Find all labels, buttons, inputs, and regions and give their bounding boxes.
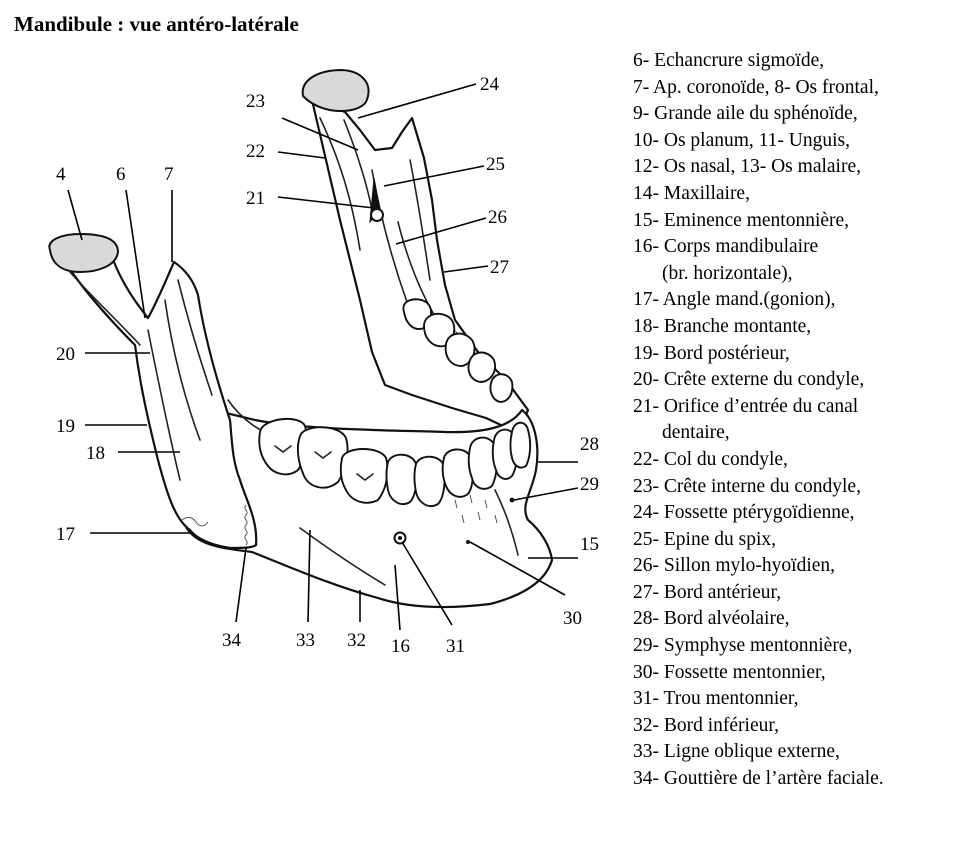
legend-item: 31- Trou mentonnier, (633, 688, 799, 710)
legend-item: 16- Corps mandibulaire (633, 236, 819, 258)
legend-item: 34- Gouttière de l’artère faciale. (633, 768, 884, 790)
legend-item: 7- Ap. coronoïde, 8- Os frontal, (633, 76, 879, 98)
label-23: 23 (246, 91, 265, 112)
label-26: 26 (488, 207, 507, 228)
legend-item: 29- Symphyse mentonnière, (633, 635, 853, 657)
leader-lines (67, 83, 579, 631)
legend-item: 32- Bord inférieur, (633, 714, 779, 736)
label-29: 29 (580, 474, 599, 495)
label-21: 21 (246, 188, 265, 209)
legend-item: 6- Echancrure sigmoïde, (633, 50, 825, 71)
label-20: 20 (56, 344, 75, 365)
legend-item: 21- Orifice d’entrée du canal (633, 395, 859, 417)
legend-item: 28- Bord alvéolaire, (633, 608, 790, 630)
callout-labels: 4 6 7 20 19 18 17 34 33 32 16 31 30 15 2… (56, 74, 599, 657)
label-31: 31 (446, 636, 465, 657)
label-24: 24 (480, 74, 500, 95)
legend-item: 26- Sillon mylo-hyoïdien, (633, 555, 836, 577)
legend-item: 15- Eminence mentonnière, (633, 209, 850, 231)
label-17: 17 (56, 524, 75, 545)
label-28: 28 (580, 434, 599, 455)
label-33: 33 (296, 630, 315, 651)
legend-item: 23- Crête interne du condyle, (633, 475, 861, 497)
legend-item: 12- Os nasal, 13- Os malaire, (633, 156, 861, 178)
label-15: 15 (580, 534, 599, 555)
figure-title: Mandibule : vue antéro-latérale (14, 12, 299, 36)
legend-item: 10- Os planum, 11- Unguis, (633, 129, 851, 151)
near-ramus (63, 257, 258, 550)
legend-item: 22- Col du condyle, (633, 448, 788, 470)
label-7: 7 (164, 164, 174, 185)
label-32: 32 (347, 630, 366, 651)
near-teeth (258, 418, 532, 508)
legend-list: 6- Echancrure sigmoïde, 7- Ap. coronoïde… (616, 48, 966, 793)
legend-item: 19- Bord postérieur, (633, 342, 790, 364)
label-25: 25 (486, 154, 505, 175)
legend-item: 33- Ligne oblique externe, (633, 741, 840, 763)
legend-item: 30- Fossette mentonnier, (633, 661, 826, 683)
legend-item: 18- Branche montante, (633, 315, 812, 337)
near-condyle (48, 232, 120, 274)
far-condyle (301, 68, 370, 113)
label-34: 34 (222, 630, 242, 651)
legend-item: 27- Bord antérieur, (633, 581, 782, 603)
legend-item: 17- Angle mand.(gonion), (633, 289, 836, 311)
label-16: 16 (391, 636, 410, 657)
legend-item: 14- Maxillaire, (633, 182, 750, 204)
label-30: 30 (563, 608, 582, 629)
label-22: 22 (246, 141, 265, 162)
label-18: 18 (86, 443, 105, 464)
legend-item: 9- Grande aile du sphénoïde, (633, 103, 858, 125)
label-4: 4 (56, 164, 66, 185)
label-6: 6 (116, 164, 126, 185)
near-ramus-lines (69, 271, 248, 546)
mandibular-foramen (370, 208, 384, 222)
legend-item: 25- Epine du spix, (633, 528, 776, 550)
legend-item: 20- Crête externe du condyle, (633, 369, 865, 391)
legend-item: dentaire, (662, 422, 730, 444)
label-27: 27 (490, 257, 509, 278)
legend-item: (br. horizontale), (662, 262, 793, 284)
far-teeth (402, 298, 514, 403)
label-19: 19 (56, 416, 75, 437)
legend-item: 24- Fossette ptérygoïdienne, (633, 502, 855, 524)
